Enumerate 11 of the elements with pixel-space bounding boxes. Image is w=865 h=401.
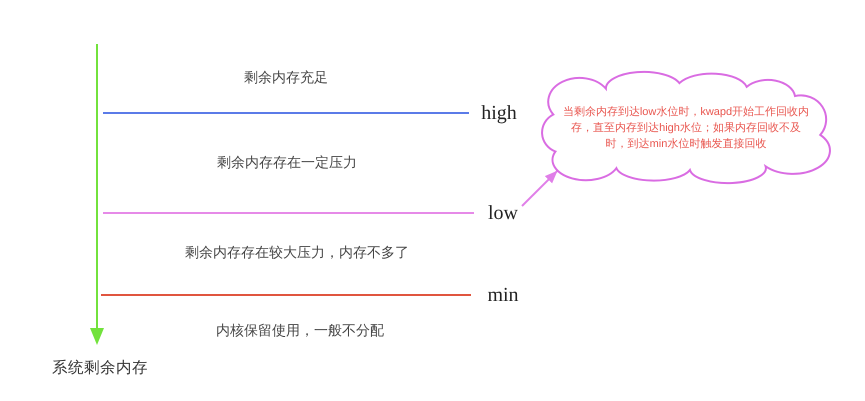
zone-label: 剩余内存充足 bbox=[244, 69, 328, 87]
zone-label: 剩余内存存在一定压力 bbox=[217, 154, 357, 172]
level-label: min bbox=[487, 284, 519, 306]
axis-label: 系统剩余内存 bbox=[52, 358, 148, 378]
arrow bbox=[521, 170, 558, 207]
zone-label: 剩余内存存在较大压力，内存不多了 bbox=[185, 244, 409, 262]
callout-text: 当剩余内存到达low水位时，kwapd开始工作回收内存，直至内存到达high水位；如果内存回收不及时，到达min水位时触发直接回收 bbox=[562, 104, 810, 152]
zone-label: 内核保留使用，一般不分配 bbox=[216, 322, 384, 340]
level-label: low bbox=[488, 202, 518, 224]
level-label: high bbox=[481, 102, 517, 124]
cloud-callout bbox=[541, 71, 831, 184]
